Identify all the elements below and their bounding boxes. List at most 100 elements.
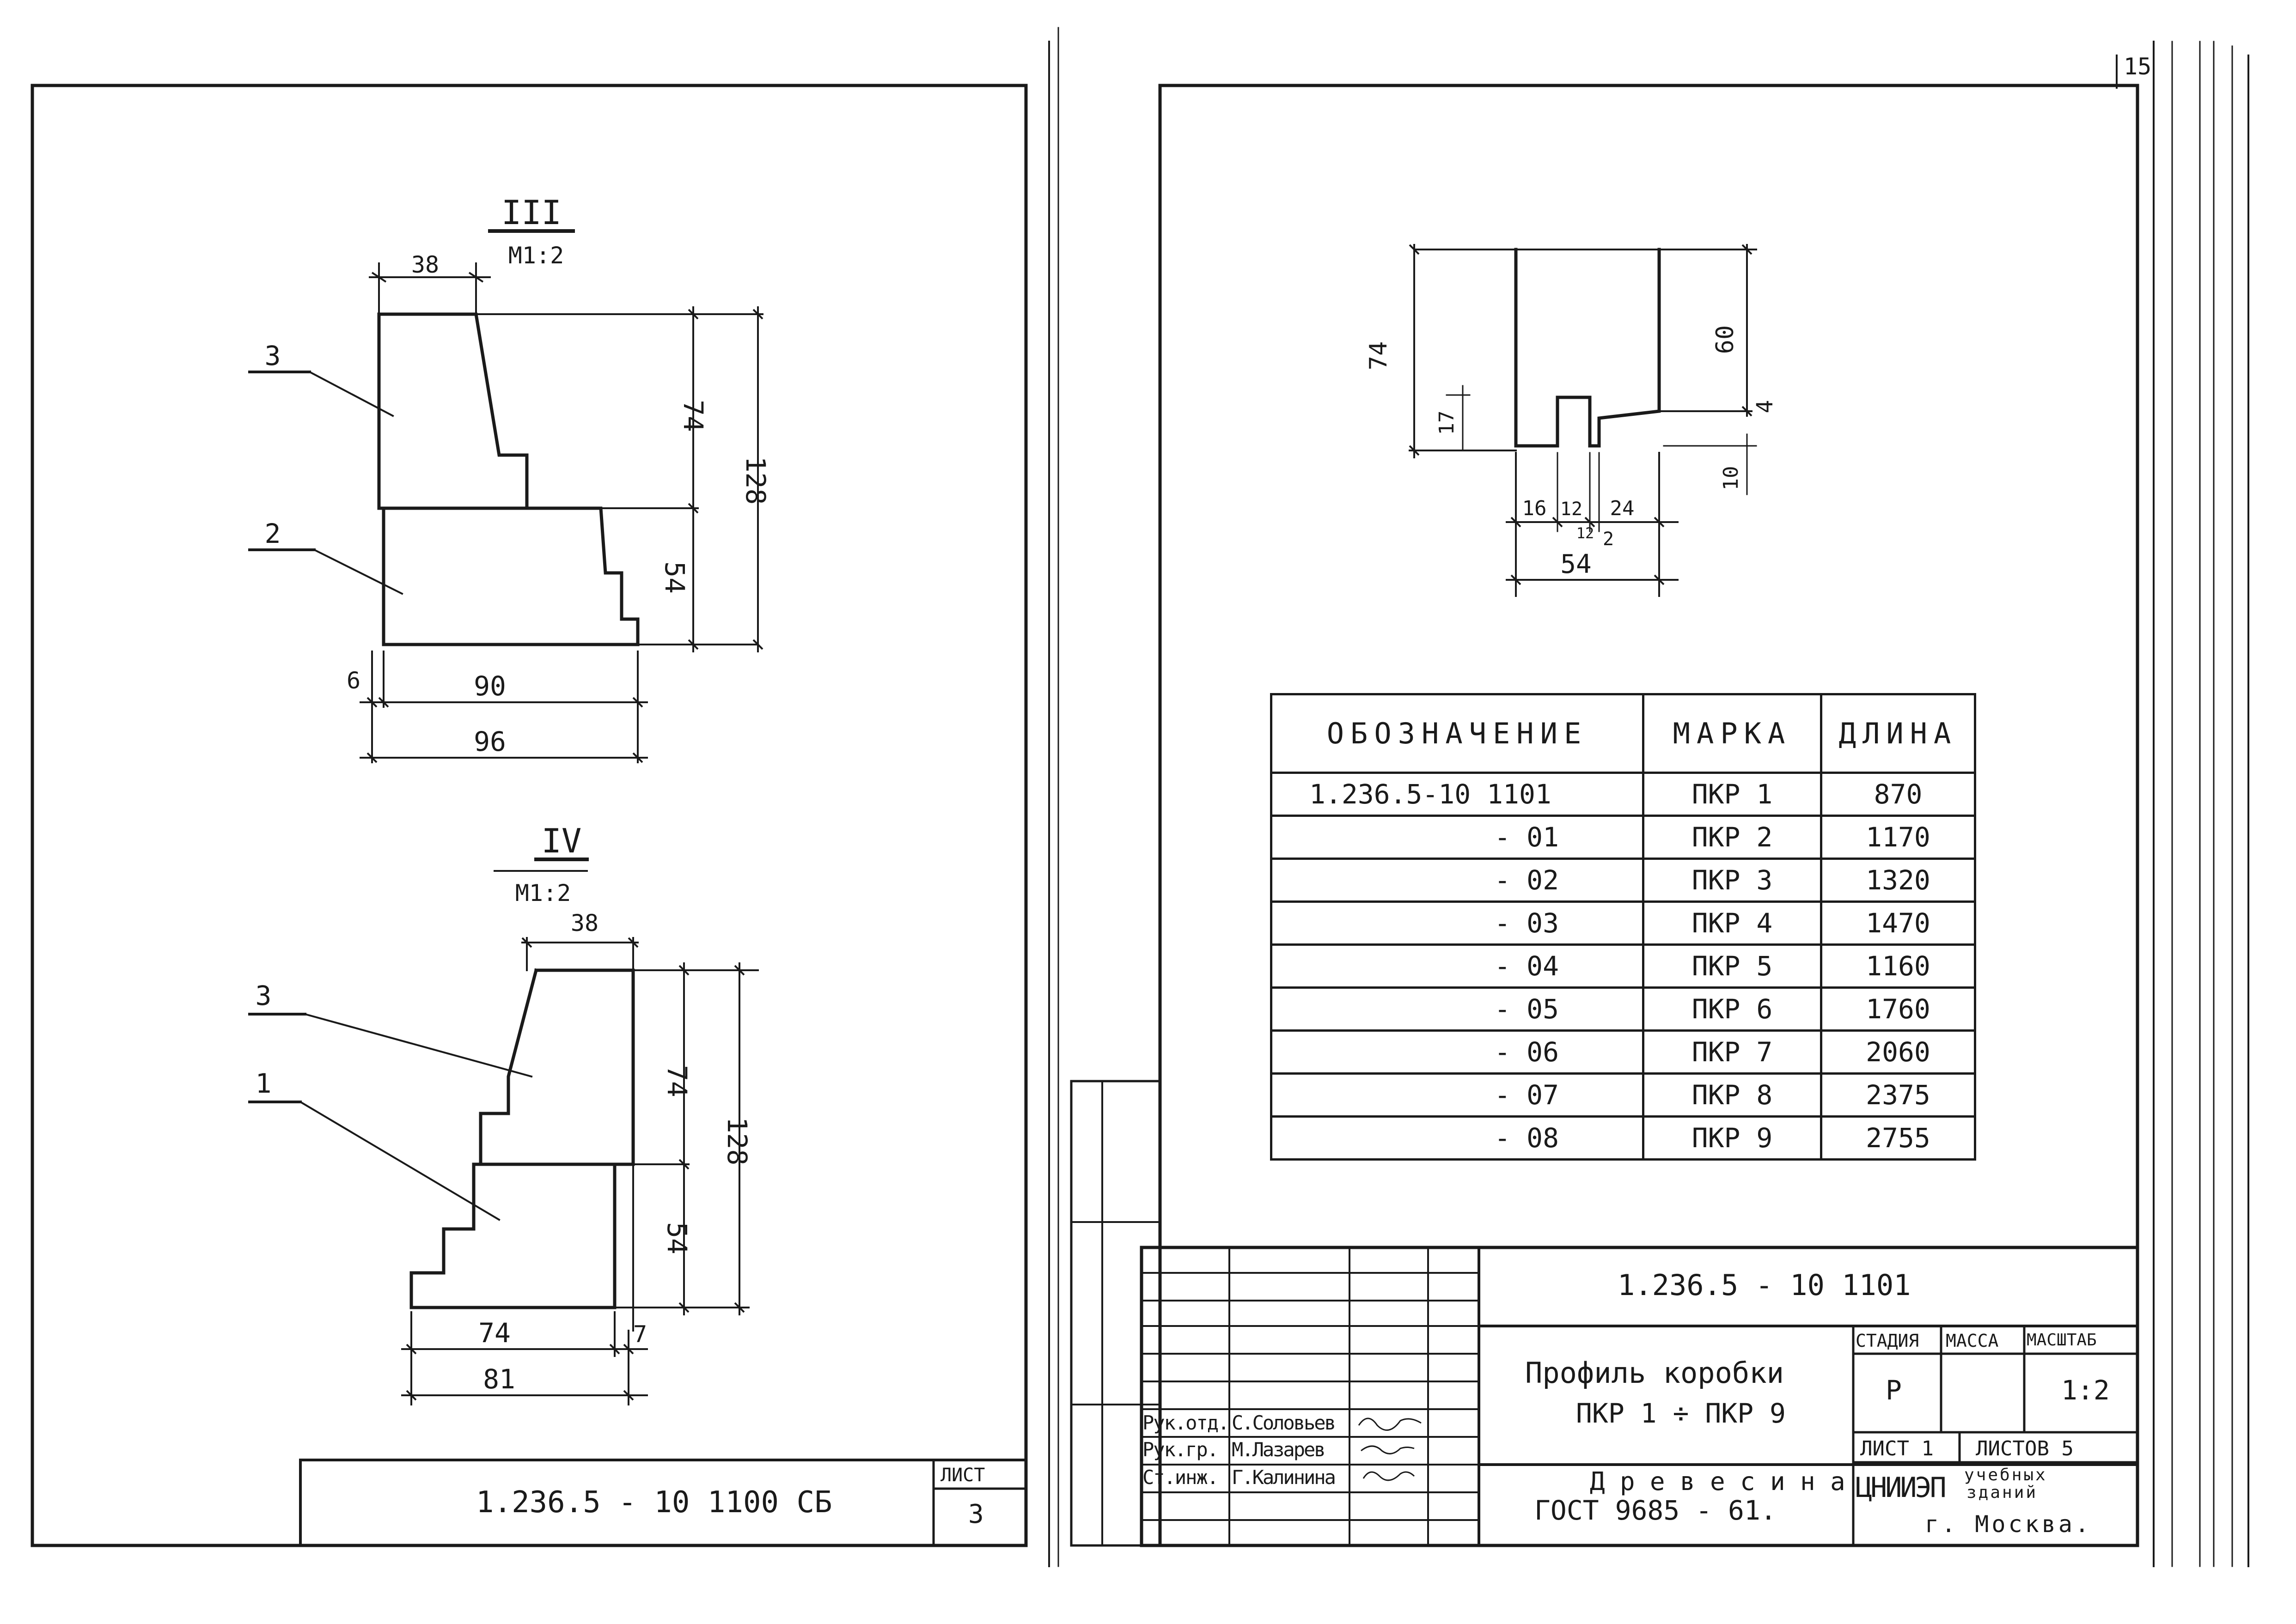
dim-iii-h-upper: 74 [678,400,709,432]
left-stamp-sheet-number: 3 [968,1499,984,1529]
dim-profile-h-right: 60 [1711,325,1739,354]
title-block-code: 1.236.5 - 10 1101 [1618,1268,1911,1302]
cell-designation: - 01 [1270,815,1644,860]
cell-mark: ПКР 2 [1642,815,1822,860]
left-stamp-frame [299,1459,1027,1547]
cell-mark: ПКР 7 [1642,1029,1822,1075]
dim-iv-h-upper: 74 [661,1065,693,1097]
person-name: Г.Калинина [1232,1466,1336,1489]
cell-designation: - 02 [1270,858,1644,903]
table-row: - 02 ПКР 3 1320 [1270,858,1976,903]
dim-iii-h-total: 128 [740,456,771,505]
person-role: Ст.инж. [1142,1466,1219,1489]
left-stamp-sheet-label: ЛИСТ [940,1465,985,1486]
table-row: - 08 ПКР 9 2755 [1270,1115,1976,1161]
cell-mark: ПКР 4 [1642,900,1822,946]
dim-iii-h-lower: 54 [659,561,690,594]
person-name: С.Соловьев [1232,1411,1336,1434]
page-number: 15 [2124,53,2152,80]
material-line-1: Д р е в е с и н а [1590,1467,1845,1496]
callout-iv-1: 3 [256,980,272,1011]
left-stamp-code: 1.236.5 - 10 1100 СБ [476,1485,832,1520]
dim-iv-w-inner: 74 [478,1317,511,1349]
left-sheet-frame [31,84,1028,1547]
dim-iii-w-total: 96 [474,726,506,757]
stage-value: Р [1886,1375,1902,1406]
cell-mark: ПКР 8 [1642,1072,1822,1118]
title-block-frame [1140,1246,2139,1547]
table-row: - 04 ПКР 5 1160 [1270,943,1976,989]
dim-profile-gap: 10 [1719,466,1743,491]
mass-label: МАССА [1946,1331,1999,1351]
dim-iv-h-total: 128 [721,1117,753,1166]
spec-table: ОБОЗНАЧЕНИЕ МАРКА ДЛИНА 1.236.5-10 1101 … [1270,693,1976,1161]
cell-designation: 1.236.5-10 1101 [1270,772,1644,817]
header-length: ДЛИНА [1820,693,1976,774]
cell-mark: ПКР 1 [1642,772,1822,817]
org-city: г. Москва. [1925,1511,2092,1538]
table-row: - 07 ПКР 8 2375 [1270,1072,1976,1118]
cell-length: 1320 [1820,858,1976,903]
dim-profile-w2: 12 [1560,499,1582,520]
cell-mark: ПКР 5 [1642,943,1822,989]
table-row: - 06 ПКР 7 2060 [1270,1029,1976,1075]
org-line-1: учебных [1964,1466,2047,1484]
cell-designation: - 04 [1270,943,1644,989]
sheet-label: ЛИСТ 1 [1860,1437,1934,1460]
section-iv-mark: IV [542,821,582,860]
cell-length: 1170 [1820,815,1976,860]
signature-icons [1358,1417,1422,1481]
section-iii-mark: III [501,193,562,232]
cell-mark: ПКР 3 [1642,858,1822,903]
callout-iii-2: 2 [265,518,281,549]
scale-label: МАСШТАБ [2027,1331,2097,1350]
cell-length: 2755 [1820,1115,1976,1161]
person-role: Рук.отд. [1142,1411,1229,1434]
table-row: - 03 ПКР 4 1470 [1270,900,1976,946]
dim-iv-h-lower: 54 [661,1222,693,1254]
dim-iii-offset: 6 [347,667,360,694]
title-line-2: ПКР 1 ÷ ПКР 9 [1576,1398,1786,1429]
cell-designation: - 06 [1270,1029,1644,1075]
stage-label: СТАДИЯ [1856,1331,1919,1351]
dim-profile-w-total: 54 [1560,549,1591,579]
cell-mark: ПКР 9 [1642,1115,1822,1161]
scale-value: 1:2 [2061,1375,2110,1406]
dim-profile-w1: 16 [1522,497,1547,520]
cell-length: 2375 [1820,1072,1976,1118]
cell-length: 1760 [1820,986,1976,1032]
title-line-1: Профиль коробки [1525,1356,1784,1390]
dim-iv-top: 38 [571,910,598,937]
dim-iii-top: 38 [411,251,439,278]
cell-length: 870 [1820,772,1976,817]
cell-designation: - 03 [1270,900,1644,946]
dim-iv-w-total: 81 [483,1363,515,1395]
header-designation: ОБОЗНАЧЕНИЕ [1270,693,1644,774]
cell-length: 2060 [1820,1029,1976,1075]
dim-iv-offset: 7 [633,1321,647,1348]
header-mark: МАРКА [1642,693,1822,774]
table-row: - 01 ПКР 2 1170 [1270,815,1976,860]
person-role: Рук.гр. [1142,1438,1219,1461]
person-name: М.Лазарев [1232,1438,1326,1461]
callout-iv-2: 1 [256,1068,272,1099]
cell-mark: ПКР 6 [1642,986,1822,1032]
section-iii-scale: М1:2 [508,242,564,269]
org-line-2: зданий [1966,1483,2038,1502]
cell-designation: - 05 [1270,986,1644,1032]
dim-iii-w-inner: 90 [474,670,506,702]
dim-profile-w-small1: 12 [1576,524,1594,542]
dim-profile-notch: 4 [1752,400,1778,414]
dim-profile-h-tenon: 17 [1435,411,1459,435]
sheets-label: ЛИСТОВ 5 [1976,1437,2074,1460]
table-row: - 05 ПКР 6 1760 [1270,986,1976,1032]
dim-profile-w3: 24 [1610,497,1635,520]
cell-designation: - 07 [1270,1072,1644,1118]
cell-length: 1470 [1820,900,1976,946]
cell-length: 1160 [1820,943,1976,989]
dim-profile-w-small2: 2 [1603,529,1614,550]
cell-designation: - 08 [1270,1115,1644,1161]
callout-iii-1: 3 [265,340,281,371]
table-row: 1.236.5-10 1101 ПКР 1 870 [1270,772,1976,817]
